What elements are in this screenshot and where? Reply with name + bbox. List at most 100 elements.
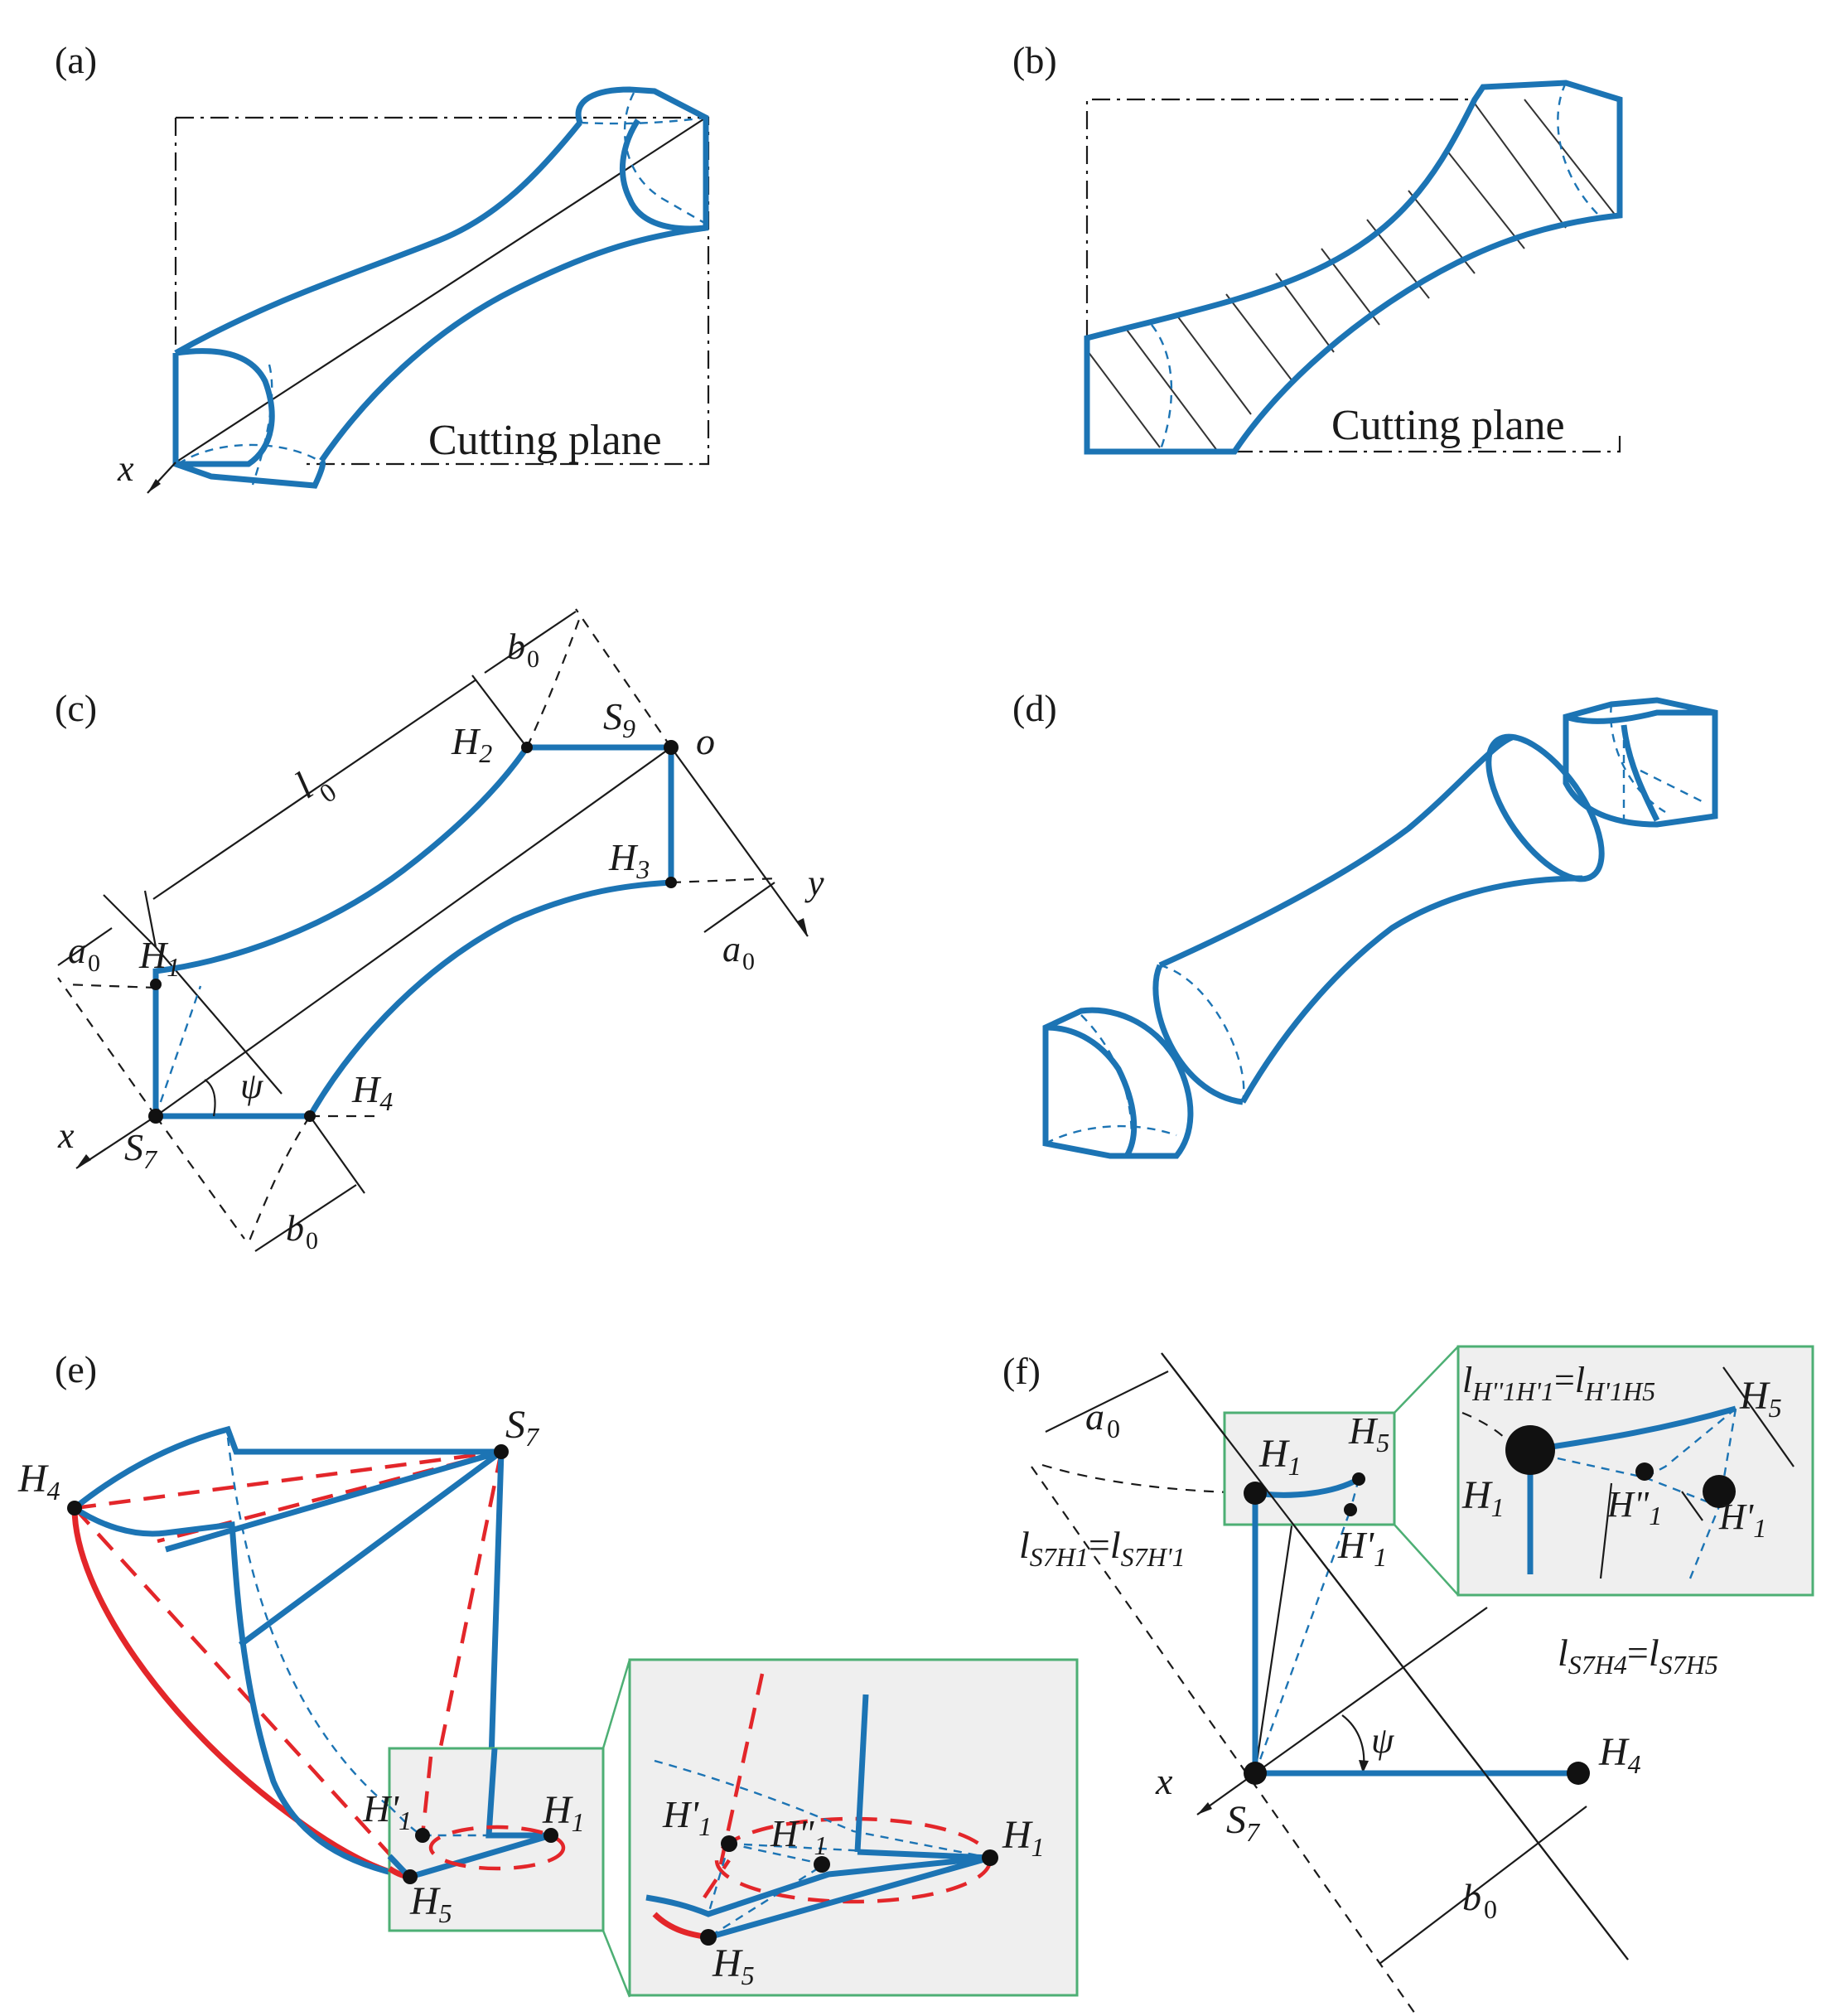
- c-b0-top-label: b: [507, 626, 525, 667]
- c-h1-tick: [103, 894, 157, 948]
- panel-a-cutting-plane: [174, 116, 710, 466]
- e-big-blue-bottom: [645, 1854, 991, 1917]
- e-point-hp: [415, 1828, 430, 1843]
- c-b0-bottom-sub: 0: [306, 1227, 318, 1255]
- c-label-o: o: [696, 720, 715, 762]
- panel-a-diagonal: [175, 117, 707, 463]
- panel-b-label: (b): [1012, 39, 1057, 81]
- f-inset-connector-top: [1394, 1346, 1459, 1414]
- f-label-x: x: [1155, 1760, 1173, 1802]
- e-big-blue-vertical: [854, 1694, 869, 1853]
- f-point-h1: [1244, 1482, 1267, 1505]
- panel-a: (a) x Cutting plane: [55, 39, 710, 494]
- d-middle-left-end-dash: [1159, 964, 1245, 1103]
- e-label-s7: S7: [505, 1403, 540, 1452]
- e-red-h4-h5: [73, 1506, 412, 1878]
- f-a0-dim: [1045, 1371, 1169, 1433]
- c-o-dash: [575, 608, 672, 748]
- f-s7-h5-line: [1254, 1520, 1294, 1774]
- c-a0-left-dim: [57, 927, 113, 966]
- c-a0-left-sub: 0: [88, 950, 100, 977]
- d-middle-right-end: [1485, 733, 1605, 882]
- c-point-s7: [148, 1109, 163, 1124]
- c-label-h1: H1: [138, 934, 180, 982]
- panel-a-caption: Cutting plane: [428, 417, 662, 464]
- panel-b-left-dash: [1151, 324, 1173, 452]
- f-big-label-hp: H'1: [1718, 1496, 1766, 1543]
- f-point-h4: [1567, 1762, 1590, 1785]
- c-h4-arc: [247, 1115, 311, 1244]
- d-left-cap: [1042, 1007, 1194, 1159]
- e-point-s7: [494, 1444, 509, 1459]
- f-big-label-h1: H1: [1461, 1473, 1505, 1522]
- c-x-arrow: [76, 1154, 91, 1168]
- e-big-label-h5: H5: [712, 1941, 755, 1990]
- e-inset-connector-bottom: [601, 1930, 631, 1998]
- c-label-x: x: [57, 1115, 75, 1156]
- f-label-s7: S7: [1226, 1798, 1261, 1847]
- f-psi-label: ψ: [1371, 1720, 1394, 1761]
- c-b0-top-dim: [484, 611, 577, 674]
- f-big-point-hpp: [1635, 1462, 1654, 1481]
- c-b0-top-sub: 0: [527, 645, 539, 673]
- c-label-y: y: [804, 863, 824, 903]
- panel-b-outline: [1084, 80, 1623, 455]
- c-b0-bottom-dim: [254, 1184, 357, 1252]
- c-h1-line: [155, 946, 283, 1095]
- e-label-h4: H4: [17, 1457, 60, 1506]
- c-psi-label: ψ: [240, 1066, 263, 1106]
- panel-c: (c) l 0 b 0 a 0 a 0: [55, 608, 824, 1255]
- c-point-h3: [665, 877, 677, 888]
- panel-e: (e) S7 H4 H1 H5 H'1: [17, 1348, 1079, 1998]
- f-label-h1: H1: [1258, 1432, 1302, 1481]
- panel-a-right-cap: [575, 86, 709, 232]
- panel-c-label: (c): [55, 687, 97, 729]
- c-l0-ext1: [143, 890, 157, 948]
- f-big-point-hp: [1703, 1475, 1736, 1508]
- panel-f: (f) a 0 b 0 ψ H1 H5 H'1: [1002, 1345, 1814, 2016]
- e-red-inset-diag: [420, 1756, 433, 1836]
- c-s7-dash: [155, 1115, 245, 1240]
- c-y-arrow: [797, 918, 808, 936]
- e-big-point-h1: [982, 1849, 998, 1866]
- f-x-arrow: [1197, 1802, 1212, 1815]
- e-big-point-hpp: [814, 1856, 830, 1873]
- panel-a-left-cap-dash: [177, 364, 320, 486]
- f-point-h5: [1352, 1472, 1365, 1486]
- f-big-label-h5: H5: [1739, 1374, 1782, 1423]
- f-blue-h1-h5: [1254, 1476, 1360, 1498]
- c-body-lower: [152, 879, 672, 1119]
- c-label-h4: H4: [351, 1068, 393, 1116]
- c-point-h4: [304, 1110, 316, 1122]
- f-big-point-h1: [1505, 1425, 1555, 1475]
- f-big-black-vert: [1599, 1482, 1613, 1579]
- f-eq3: lH''1H'1=lH'1H5: [1462, 1360, 1655, 1406]
- e-big-point-h5: [700, 1929, 717, 1946]
- e-big-blue-dash-curve: [654, 1759, 991, 1859]
- c-a0-right-label: a: [722, 929, 741, 969]
- e-point-h4: [67, 1501, 82, 1516]
- c-h2-arc: [526, 616, 582, 748]
- c-point-h1: [150, 979, 162, 990]
- f-big-black-tick: [1681, 1491, 1703, 1521]
- d-right-cap: [1563, 697, 1718, 828]
- e-label-h5: H5: [409, 1879, 452, 1928]
- e-blue-top: [72, 1425, 501, 1511]
- e-label-h1: H1: [542, 1788, 585, 1837]
- f-big-label-hpp: H"1: [1606, 1484, 1662, 1530]
- panel-a-right-cap-dash: [579, 92, 707, 225]
- c-a0-left-label: a: [68, 931, 86, 971]
- f-dash-long: [1031, 1466, 1418, 2016]
- f-a0-label: a: [1085, 1395, 1104, 1438]
- c-h1-blue-dash: [154, 985, 202, 1117]
- e-inset-connector-top: [601, 1659, 631, 1749]
- c-h2-tick: [471, 674, 528, 748]
- f-inset-connector-bottom: [1394, 1524, 1459, 1596]
- e-big-red-diag2: [703, 1859, 731, 1899]
- panel-b-caption: Cutting plane: [1331, 402, 1565, 449]
- f-point-hp: [1344, 1503, 1357, 1516]
- c-l0-dim: [152, 679, 477, 900]
- c-label-h3: H3: [608, 836, 650, 884]
- c-label-s7: S7: [124, 1126, 158, 1174]
